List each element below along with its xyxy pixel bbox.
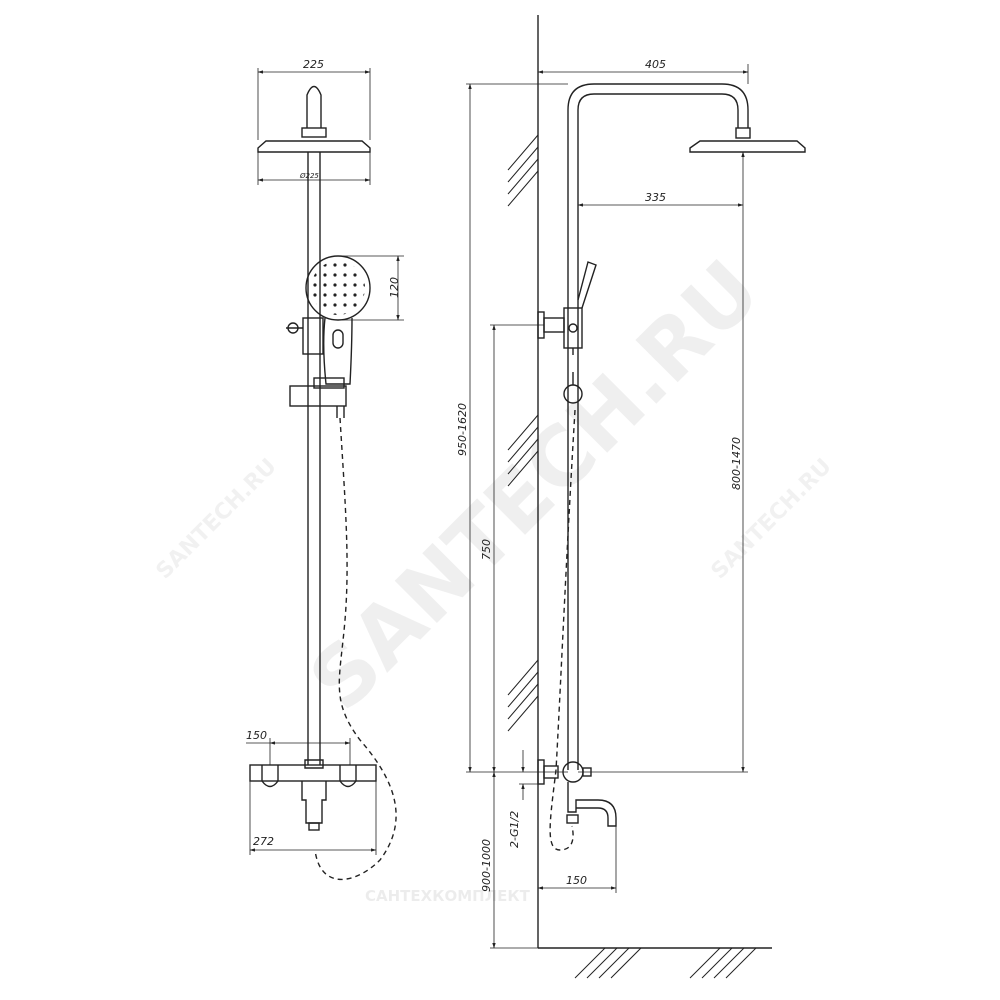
dim-mixer-centers: 150 bbox=[246, 729, 267, 742]
front-slide-holder bbox=[289, 385, 347, 407]
front-dimension-labels: 225 Ø225 120 150 272 bbox=[246, 58, 401, 848]
dim-mount-height: 900-1000 bbox=[480, 839, 493, 892]
side-view bbox=[537, 83, 806, 851]
front-head-disc bbox=[257, 140, 371, 153]
side-dimension-labels: 405 335 950-1620 750 800-1470 2-G1/2 900… bbox=[456, 58, 743, 892]
dim-total-height: 950-1620 bbox=[456, 403, 469, 456]
watermark-left: SANTECH.RU bbox=[152, 454, 282, 584]
side-spout bbox=[567, 782, 617, 827]
front-mixer-body bbox=[249, 764, 377, 782]
front-upper-bracket bbox=[302, 317, 324, 355]
dim-head-diameter: Ø225 bbox=[299, 172, 319, 180]
wall-and-floor bbox=[537, 15, 772, 949]
wall-hatching bbox=[507, 134, 757, 979]
dim-head-height: 800-1470 bbox=[730, 437, 743, 490]
side-arm-inner bbox=[577, 93, 739, 770]
front-dimensions bbox=[246, 68, 404, 855]
side-dimensions bbox=[466, 64, 749, 949]
dim-top-width: 225 bbox=[303, 58, 324, 71]
dim-hand-shower-height: 120 bbox=[388, 277, 401, 298]
watermark-right: SANTECH.RU bbox=[707, 454, 837, 584]
dim-connection: 2-G1/2 bbox=[508, 811, 521, 848]
side-arm-outer bbox=[567, 83, 749, 770]
dim-inner-reach: 335 bbox=[645, 191, 666, 204]
front-view bbox=[249, 85, 397, 881]
side-hand-shower bbox=[577, 261, 597, 309]
dim-arm-reach: 405 bbox=[645, 58, 666, 71]
dim-spout-reach: 150 bbox=[566, 874, 587, 887]
front-hose bbox=[314, 417, 397, 881]
side-head-collar bbox=[735, 127, 751, 139]
watermark-footer: САНТЕХКОМПЛЕКТ bbox=[365, 887, 531, 905]
dim-mixer-width: 272 bbox=[253, 835, 274, 848]
front-arm bbox=[306, 85, 322, 128]
dim-rail-length: 750 bbox=[480, 539, 493, 560]
side-hose bbox=[549, 409, 576, 851]
front-arm-collar bbox=[301, 127, 327, 138]
watermark-main: SANTECH.RU bbox=[292, 243, 778, 729]
front-spout bbox=[301, 781, 327, 824]
side-head-disc bbox=[689, 140, 806, 153]
